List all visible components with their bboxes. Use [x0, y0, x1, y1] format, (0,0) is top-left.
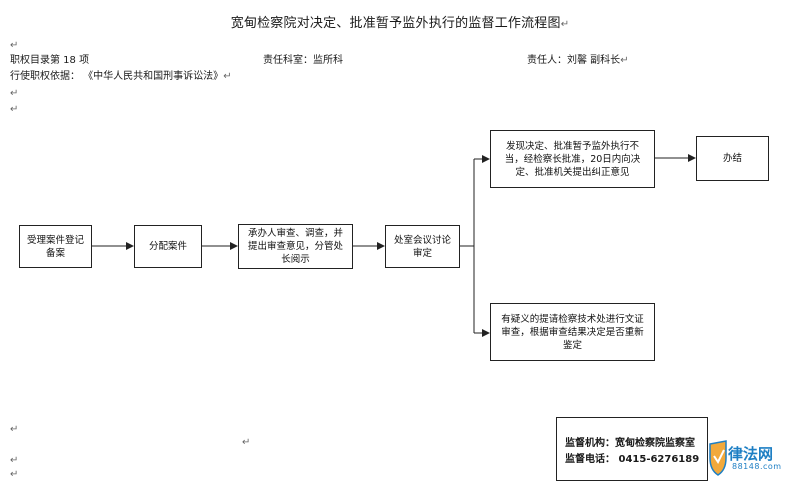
legal-basis: 行使职权依据： 《中华人民共和国刑事诉讼法》↵: [10, 71, 232, 82]
paragraph-mark: ↵: [10, 40, 19, 51]
responsible-person: 责任人：刘馨 副科长↵: [527, 55, 629, 66]
paragraph-mark: ↵: [10, 104, 19, 115]
paragraph-mark: ↵: [10, 469, 19, 480]
node-assign-case: 分配案件: [134, 225, 202, 268]
node-review-investigate: 承办人审查、调查，并提出审查意见，分管处长阅示: [238, 224, 353, 269]
node-case-closed: 办结: [696, 136, 769, 181]
page-title: 宽甸检察院对决定、批准暂予监外执行的监督工作流程图↵: [230, 16, 570, 31]
paragraph-mark: ↵: [242, 437, 251, 448]
watermark-url: 88148.com: [732, 462, 782, 471]
node-accept-register: 受理案件登记备案: [19, 225, 92, 268]
supervision-agency: 监督机构：宽甸检察院监察室: [565, 438, 695, 449]
node-meeting-discuss: 处室会议讨论审定: [385, 225, 460, 268]
node-correction-opinion: 发现决定、批准暂予监外执行不当，经检察长批准，20日内向决定、批准机关提出纠正意…: [490, 130, 655, 188]
responsible-department: 责任科室：监所科: [263, 55, 343, 66]
paragraph-mark: ↵: [10, 424, 19, 435]
supervision-box: 监督机构：宽甸检察院监察室 监督电话： 0415-6276189: [556, 417, 708, 481]
catalog-number: 职权目录第 18 项: [10, 55, 90, 66]
paragraph-mark: ↵: [10, 88, 19, 99]
node-doubt-review: 有疑义的提请检察技术处进行文证审查，根据审查结果决定是否重新鉴定: [490, 303, 655, 361]
shield-logo-icon: [709, 440, 727, 476]
watermark-name: 律法网: [728, 445, 774, 463]
paragraph-mark: ↵: [10, 455, 19, 466]
supervision-phone: 监督电话： 0415-6276189: [565, 454, 700, 465]
